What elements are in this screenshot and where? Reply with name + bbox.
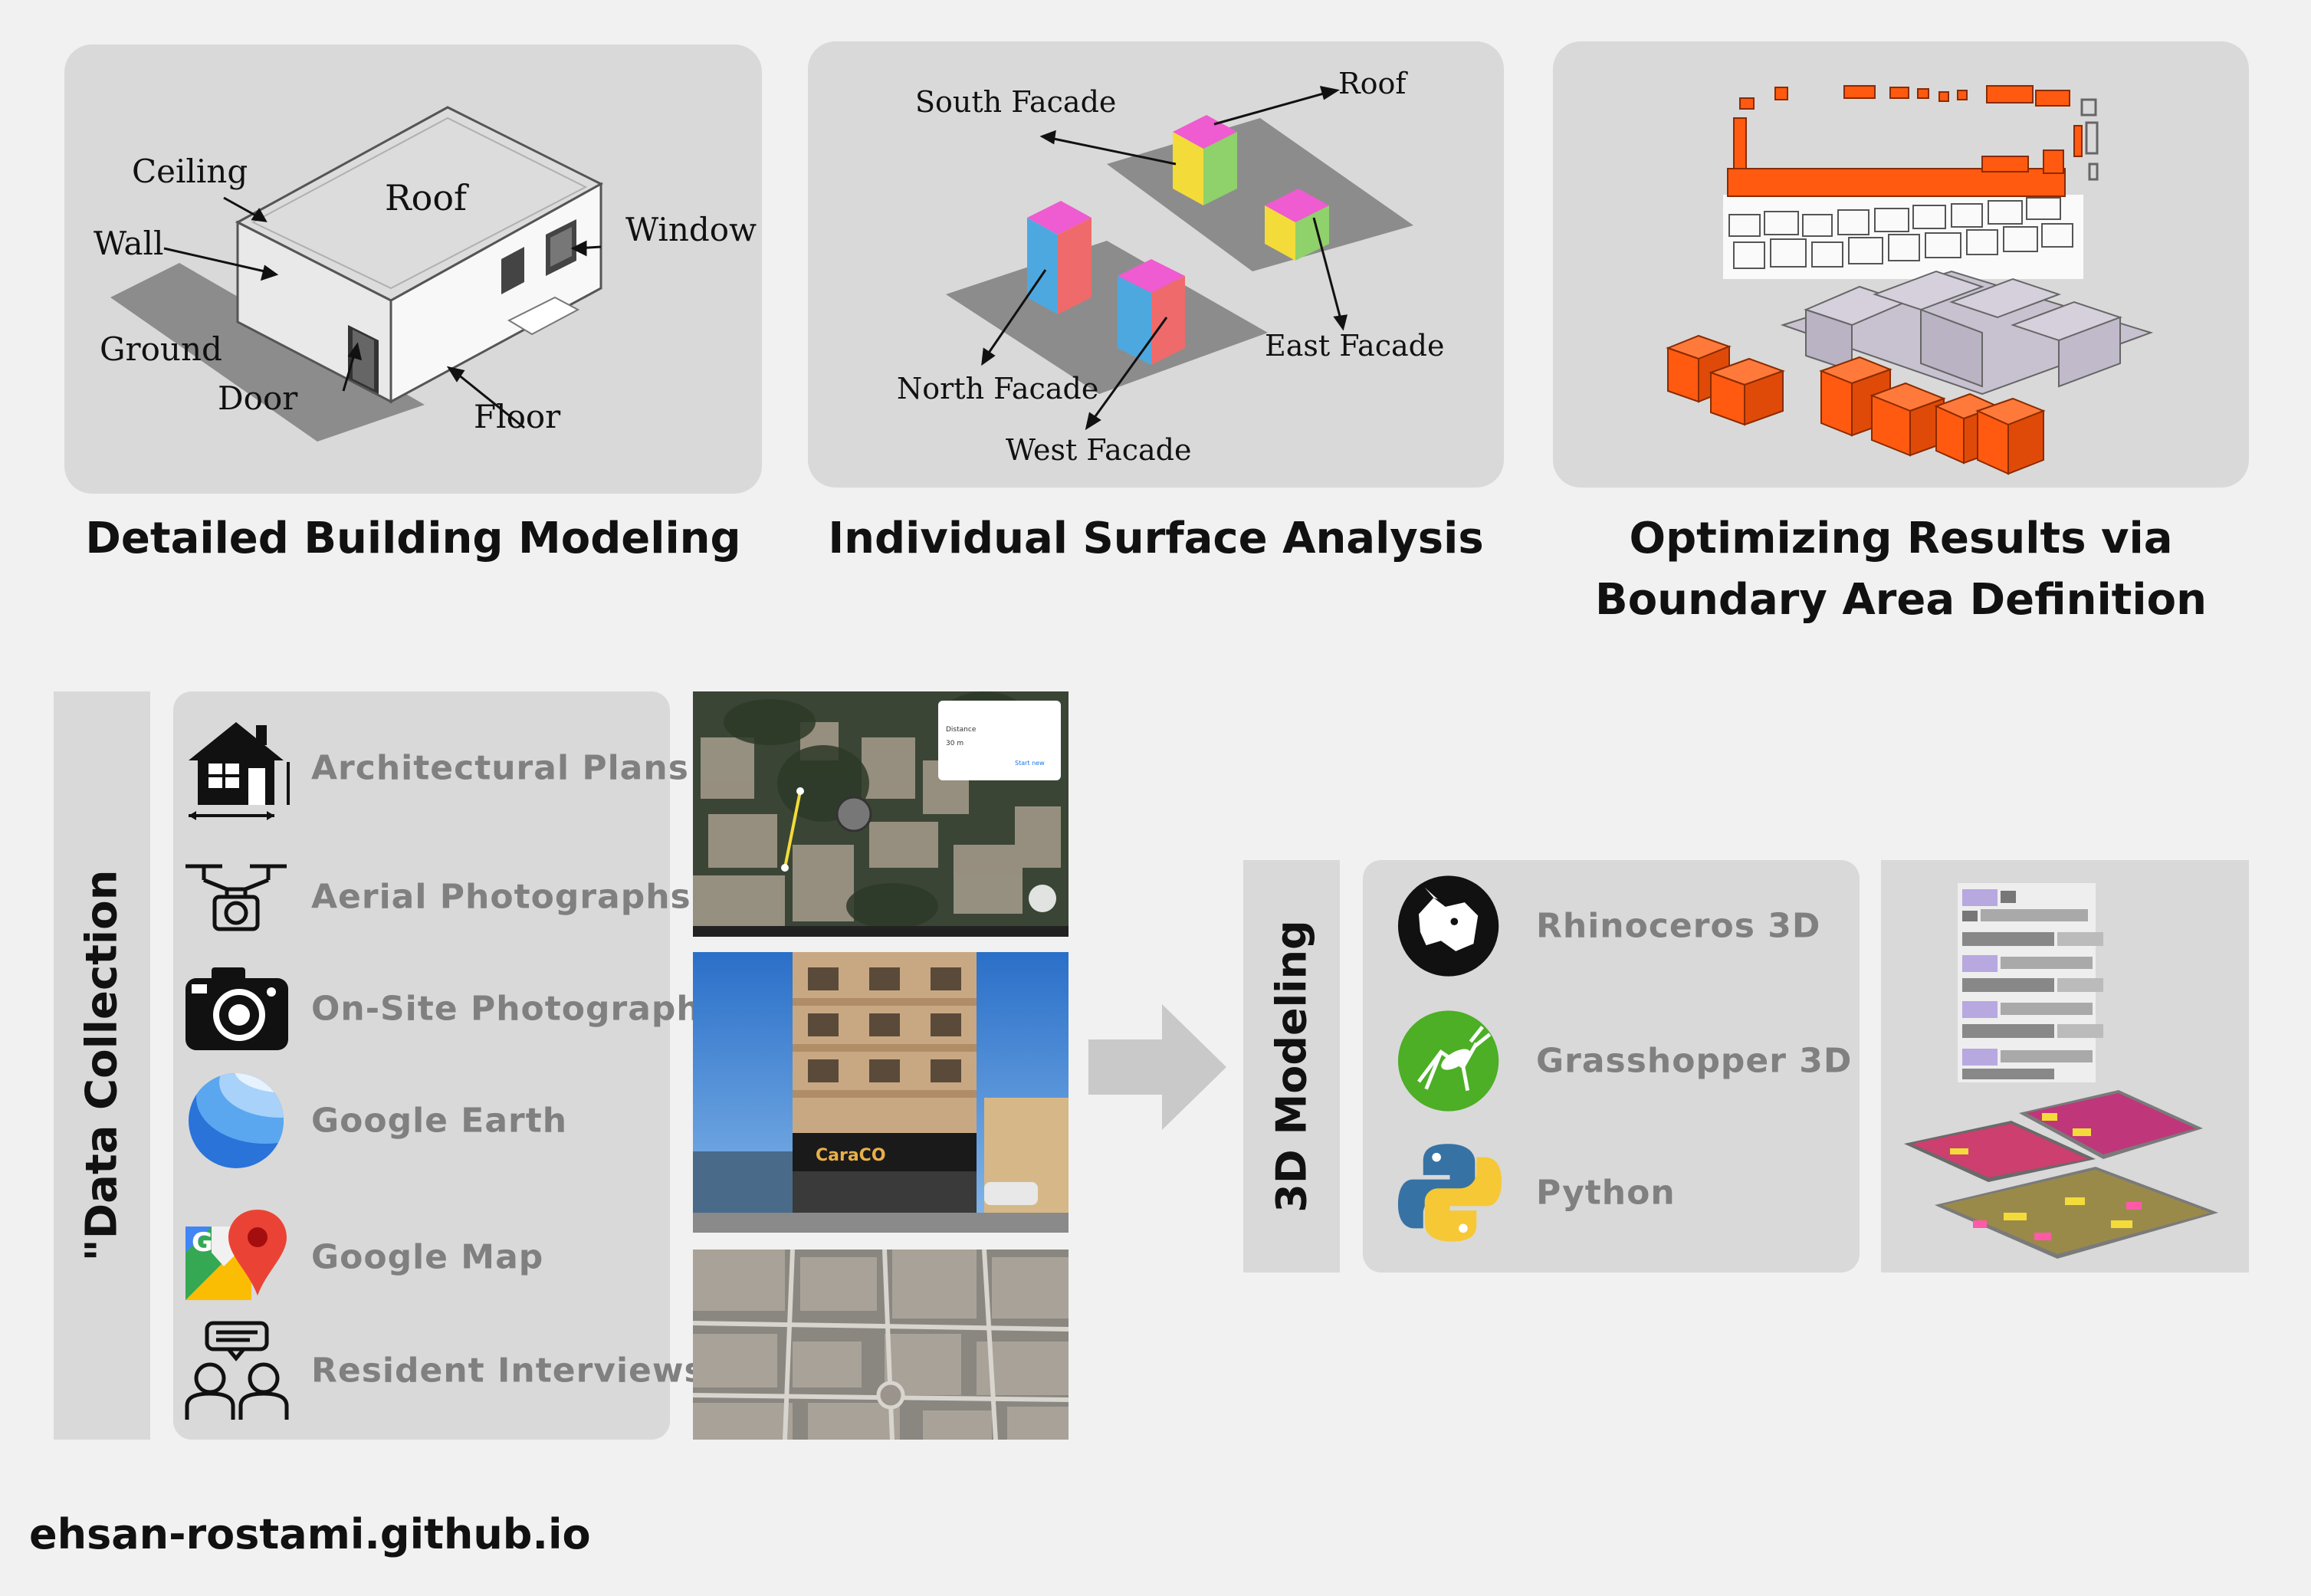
boundary-area-title-line2: Boundary Area Definition (1595, 575, 2207, 625)
block-d (1118, 259, 1185, 365)
google-earth-icon (189, 1073, 284, 1168)
list-item-resident-interviews: Resident Interviews (173, 1317, 704, 1424)
ground-plane-1 (1107, 118, 1413, 271)
block-a (1173, 115, 1237, 205)
tool-item-python: Python (1363, 1138, 1860, 1248)
heatmap-plates (1904, 1090, 2218, 1259)
facade-arrows (981, 86, 1348, 431)
boundary-area-illustration (1666, 85, 2154, 475)
tool-item-rhinoceros: Rhinoceros 3D (1363, 871, 1860, 981)
list-item-label: Aerial Photographs (311, 877, 691, 917)
svg-text:G: G (192, 1227, 213, 1258)
boundary-area-panel (1553, 41, 2249, 488)
list-item-google-earth: Google Earth (173, 1067, 670, 1174)
data-collection-title: "Data Collection (77, 869, 127, 1262)
list-item-label: Architectural Plans (311, 748, 689, 788)
building-model-title: Detailed Building Modeling (85, 514, 741, 563)
surface-analysis-panel: South Facade Roof North Facade East Faca… (808, 41, 1504, 488)
entry-steps (507, 296, 580, 336)
block-c (1027, 201, 1091, 314)
grasshopper-icon (1397, 1010, 1499, 1112)
building-arrows (163, 196, 602, 429)
list-item-aerial-photographs: Aerial Photographs (173, 843, 691, 951)
python-icon (1397, 1144, 1502, 1242)
label-ceiling: Ceiling (132, 153, 248, 190)
surface-analysis-illustration: South Facade Roof North Facade East Faca… (897, 67, 1444, 467)
data-collection-bar: "Data Collection (54, 691, 150, 1440)
label-east-facade: East Facade (1265, 329, 1444, 363)
list-item-on-site-photography: On-Site Photography (173, 955, 723, 1062)
list-item-label: Google Earth (311, 1101, 568, 1141)
tool-item-label: Python (1536, 1173, 1676, 1213)
modeling-tools-list: Rhinoceros 3D Grasshopper 3D Python (1363, 860, 1860, 1273)
camera-icon (185, 967, 288, 1050)
modeling-bar: 3D Modeling (1243, 860, 1340, 1273)
ground-plane-2 (946, 241, 1268, 394)
modeling-title: 3D Modeling (1267, 920, 1316, 1213)
surface-analysis-title: Individual Surface Analysis (828, 514, 1484, 563)
google-maps-icon: G (185, 1210, 287, 1300)
footer-url[interactable]: ehsan-rostami.github.io (29, 1510, 591, 1558)
massing-boundary-blocks (1666, 334, 2046, 475)
tool-item-label: Rhinoceros 3D (1536, 906, 1821, 946)
storefront-sign: CaraCO (816, 1146, 886, 1165)
tool-item-label: Grasshopper 3D (1536, 1041, 1853, 1081)
building-facade-photo: CaraCO (693, 952, 1069, 1233)
grasshopper-results-panel (1881, 860, 2249, 1273)
satellite-measure-photo: Distance 30 m Start new (693, 691, 1069, 937)
aerial-city-photo (693, 1250, 1069, 1440)
node-graph (1962, 889, 2103, 1079)
label-surface-roof: Roof (1338, 67, 1408, 100)
map-popup-title: Distance (946, 726, 977, 734)
label-window: Window (625, 211, 757, 248)
interview-icon (185, 1321, 289, 1420)
list-item-label: Resident Interviews (311, 1351, 705, 1391)
label-west-facade: West Facade (1006, 433, 1192, 467)
label-floor: Floor (474, 398, 561, 435)
drone-icon (185, 864, 287, 931)
list-item-label: Google Map (311, 1237, 544, 1277)
ground-shadow (110, 263, 425, 442)
tool-item-grasshopper: Grasshopper 3D (1363, 1006, 1860, 1116)
building-model-panel: Ceiling Roof Wall Window Ground Door Flo… (64, 44, 762, 494)
plan-view-boundary (1727, 85, 2083, 197)
label-door: Door (218, 379, 298, 417)
label-north-facade: North Facade (897, 372, 1098, 406)
list-item-label: On-Site Photography (311, 989, 724, 1029)
list-item-google-map: G Google Map (173, 1204, 670, 1311)
house-plan-icon (189, 722, 290, 820)
label-wall: Wall (94, 225, 163, 262)
list-item-architectural-plans: Architectural Plans (173, 714, 688, 822)
map-popup-value: 30 m (946, 740, 963, 747)
data-sources-list: Architectural Plans Aerial Photographs (173, 691, 723, 1440)
window-shape-1 (501, 247, 524, 294)
map-popup-link[interactable]: Start new (1015, 760, 1045, 767)
boundary-area-title-line1: Optimizing Results via (1629, 514, 2173, 563)
rhino-icon (1397, 875, 1499, 977)
flow-arrow-icon (1088, 1004, 1226, 1130)
plan-view-edge-lots (2080, 98, 2099, 181)
label-south-facade: South Facade (915, 85, 1116, 119)
plan-view-lots (1728, 197, 2073, 269)
label-roof: Roof (385, 177, 469, 218)
label-ground: Ground (100, 330, 222, 368)
building-model-illustration: Ceiling Roof Wall Window Ground Door Flo… (94, 106, 757, 442)
roof-parapet (251, 117, 588, 290)
